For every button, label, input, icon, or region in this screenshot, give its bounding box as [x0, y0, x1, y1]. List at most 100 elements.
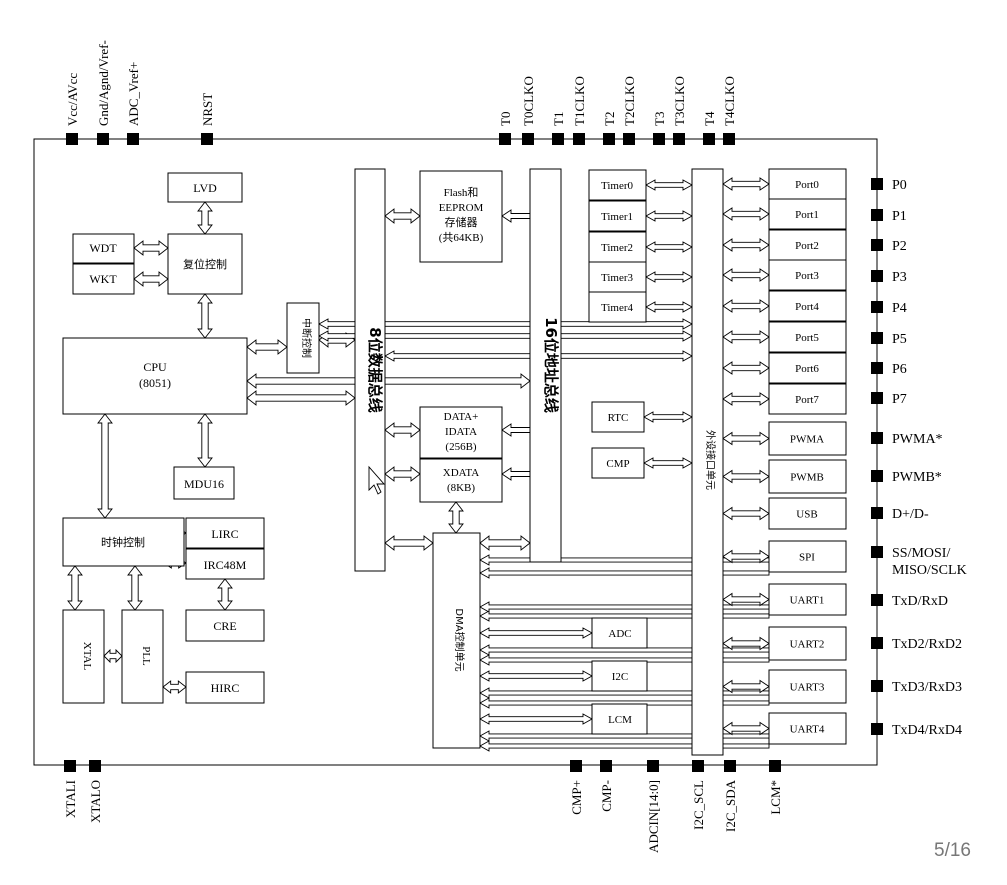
clock-pll-arrow	[127, 565, 143, 611]
bottom-pin-label: CMP+	[569, 780, 584, 815]
addr-flash-arrow	[501, 209, 531, 223]
data-bus-label: 8位数据总线	[366, 327, 384, 412]
timer-arrow	[645, 179, 693, 191]
clock-control-block	[62, 517, 185, 567]
cmp-arrow	[643, 457, 693, 469]
bus-xdata-arrow	[384, 466, 421, 482]
wkt-block	[72, 263, 135, 295]
right-pin	[871, 723, 883, 735]
peripheral-interface-unit	[691, 168, 724, 756]
label: Port1	[795, 209, 819, 221]
timer-block	[588, 231, 647, 263]
top-pin-label: Vcc/AVcc	[65, 73, 80, 126]
label: Port5	[795, 332, 819, 344]
peripheral-port-arrow	[722, 431, 770, 446]
right-pin	[871, 362, 883, 374]
right-block	[768, 459, 847, 494]
top-pin-label: Gnd/Agnd/Vref-	[96, 40, 111, 126]
label: Flash和	[444, 186, 479, 199]
wkt-reset-arrow	[133, 271, 169, 287]
label: 复位控制	[183, 257, 227, 271]
flash-block	[419, 170, 503, 263]
right-block	[768, 626, 847, 661]
right-pin	[871, 178, 883, 190]
peripheral-port-arrow	[722, 469, 770, 484]
right-block	[768, 383, 847, 415]
bottom-pin	[64, 760, 76, 772]
label: 中断控制	[300, 318, 313, 358]
right-pin-label: P6	[892, 362, 907, 377]
right-pin	[871, 546, 883, 558]
bus-idata-arrow	[384, 422, 421, 438]
label: 外设接口单元	[704, 430, 717, 490]
bottom-pin-label: XTALI	[63, 780, 78, 818]
label: Port3	[795, 270, 819, 282]
label: (共64KB)	[439, 231, 484, 244]
right-pin-label: TxD3/RxD3	[892, 680, 962, 695]
right-pin-label: TxD2/RxD2	[892, 637, 962, 652]
cmp-block	[591, 447, 645, 479]
label: CRE	[213, 619, 236, 633]
right-block	[768, 352, 847, 384]
right-pin	[871, 301, 883, 313]
top-pin	[673, 133, 685, 145]
right-pin	[871, 470, 883, 482]
right-pin	[871, 270, 883, 282]
top-pin	[603, 133, 615, 145]
lirc-block	[185, 517, 265, 549]
peripheral-port-arrow	[722, 177, 770, 191]
peripheral-port-arrow	[722, 721, 770, 736]
right-block	[768, 421, 847, 456]
top-pin	[723, 133, 735, 145]
bottom-pin	[570, 760, 582, 772]
label: Port6	[795, 363, 819, 375]
top-pin	[703, 133, 715, 145]
right-pin	[871, 680, 883, 692]
dma-lcm-arrow	[479, 713, 593, 725]
interrupt-block	[286, 302, 320, 374]
idata-block	[419, 406, 503, 459]
dma-peripheral-arrow	[479, 740, 770, 752]
label: IDATA	[445, 426, 477, 438]
dma-block	[432, 532, 481, 749]
addr-xdata-arrow	[501, 467, 531, 481]
top-pin	[201, 133, 213, 145]
cpu-block	[62, 337, 248, 415]
label: DMA控制单元	[453, 608, 466, 671]
bottom-pin	[647, 760, 659, 772]
peripheral-port-arrow	[722, 506, 770, 521]
mdu16-block	[173, 466, 235, 500]
label: ADC	[608, 628, 631, 640]
label: Port7	[795, 394, 819, 406]
cpu-data-arrow	[246, 390, 356, 406]
xdata-dma-arrow	[448, 501, 464, 534]
right-pin-label: TxD/RxD	[892, 594, 948, 609]
dma-addr-arrow	[479, 535, 531, 551]
right-block	[768, 669, 847, 704]
right-pin-label: P1	[892, 209, 907, 224]
label: UART4	[790, 724, 825, 736]
chip-outline	[33, 138, 878, 766]
top-pin	[653, 133, 665, 145]
label: UART2	[790, 639, 825, 651]
bottom-pin	[89, 760, 101, 772]
addr-idata-arrow	[501, 423, 531, 437]
blocks	[62, 168, 847, 756]
label: DATA+	[444, 411, 479, 423]
right-pin	[871, 594, 883, 606]
top-pin	[66, 133, 78, 145]
dma-adc-arrow	[479, 627, 593, 639]
bottom-pin	[692, 760, 704, 772]
top-pin-label: T1	[551, 112, 566, 126]
pll-hirc-arrow	[162, 680, 187, 694]
label: Port4	[795, 301, 819, 313]
cre-block	[185, 609, 265, 642]
top-pin	[97, 133, 109, 145]
irc48m-block	[185, 548, 265, 580]
top-pin-label: T2	[602, 112, 617, 126]
cpu-addr-arrow	[246, 373, 531, 389]
peripheral-port-arrow	[722, 299, 770, 313]
top-pin-label: T3CLKO	[672, 76, 687, 126]
right-pin-label: MISO/SCLK	[892, 563, 967, 578]
peripheral-port-arrow	[722, 268, 770, 282]
